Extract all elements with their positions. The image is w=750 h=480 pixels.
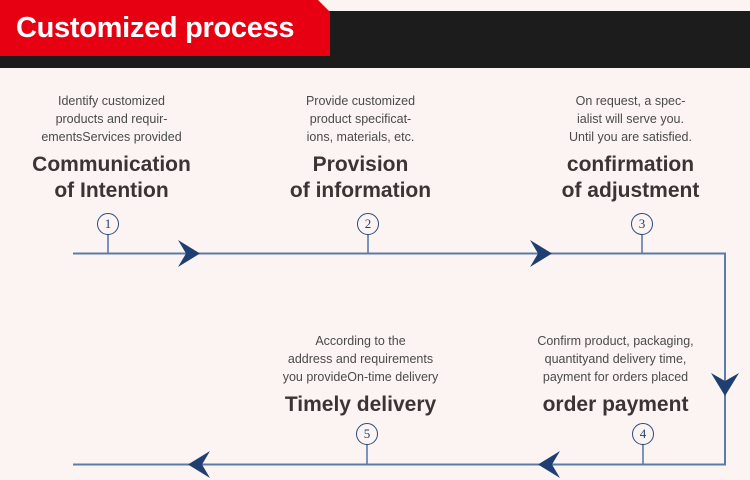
arrowhead-left-2 (188, 451, 210, 478)
step-number-badge-4: 4 (632, 423, 654, 445)
step-number-badge-2: 2 (357, 213, 379, 235)
step-block-5: According to the address and requirement… (258, 332, 463, 418)
step-title-2: Provision of information (289, 153, 432, 202)
step-number-badge-3: 3 (631, 213, 653, 235)
arrowhead-right-2 (530, 240, 552, 267)
step-number-badge-5: 5 (356, 423, 378, 445)
step-description-2: Provide customized product specificat- i… (305, 94, 416, 144)
step-description-4: Confirm product, packaging, quantityand … (537, 334, 694, 384)
step-description-3: On request, a spec- ialist will serve yo… (569, 94, 692, 144)
arrowhead-down (711, 373, 739, 396)
step-number-badge-1: 1 (97, 213, 119, 235)
step-title-4: order payment (542, 393, 689, 416)
step-block-2: Provide customized product specificat- i… (263, 92, 458, 204)
step-block-1: Identify customized products and requir-… (14, 92, 209, 204)
header-red-tag: Customized process (0, 0, 330, 56)
arrowhead-right-1 (178, 240, 200, 267)
step-title-3: confirmation of adjustment (561, 153, 700, 202)
arrowhead-left-1 (538, 451, 560, 478)
step-title-5: Timely delivery (284, 393, 437, 416)
step-block-4: Confirm product, packaging, quantityand … (513, 332, 718, 418)
step-description-5: According to the address and requirement… (282, 334, 439, 384)
step-title-1: Communication of Intention (32, 153, 191, 202)
page-title: Customized process (16, 11, 295, 44)
step-block-3: On request, a spec- ialist will serve yo… (528, 92, 733, 204)
step-description-1: Identify customized products and requir-… (41, 94, 182, 144)
